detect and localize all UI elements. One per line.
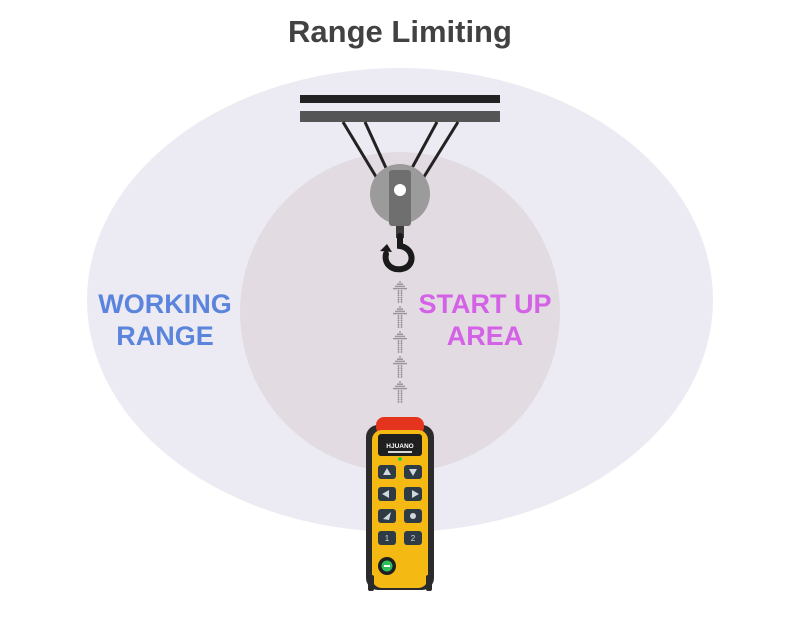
working-range-label-line2: RANGE: [116, 321, 214, 351]
pulley-block: [370, 164, 430, 238]
signal-arrow: [393, 306, 407, 328]
remote-control: HJUANO 1 2: [366, 417, 434, 591]
startup-area-label: START UP AREA: [400, 288, 570, 352]
working-range-label: WORKING RANGE: [75, 288, 255, 352]
signal-arrow: [393, 281, 407, 303]
remote-display: [378, 434, 422, 456]
diagram-title: Range Limiting: [288, 14, 512, 49]
startup-area-label-line2: AREA: [446, 321, 524, 351]
signal-arrows: [393, 281, 407, 403]
remote-button-number: 2: [411, 534, 416, 543]
crane-cables: [341, 121, 460, 181]
startup-area-label-line1: START UP: [418, 289, 552, 319]
crane-hook-icon: [380, 233, 415, 273]
crane-rail: [300, 95, 500, 122]
signal-arrow: [393, 356, 407, 378]
signal-arrow: [393, 381, 407, 403]
remote-button-grid: 1 2: [378, 465, 422, 545]
remote-brand-logo: HJUANO: [386, 443, 413, 450]
remote-button-number: 1: [385, 534, 390, 543]
signal-arrow: [393, 331, 407, 353]
status-led: [398, 457, 402, 461]
working-range-label-line1: WORKING: [98, 289, 232, 319]
